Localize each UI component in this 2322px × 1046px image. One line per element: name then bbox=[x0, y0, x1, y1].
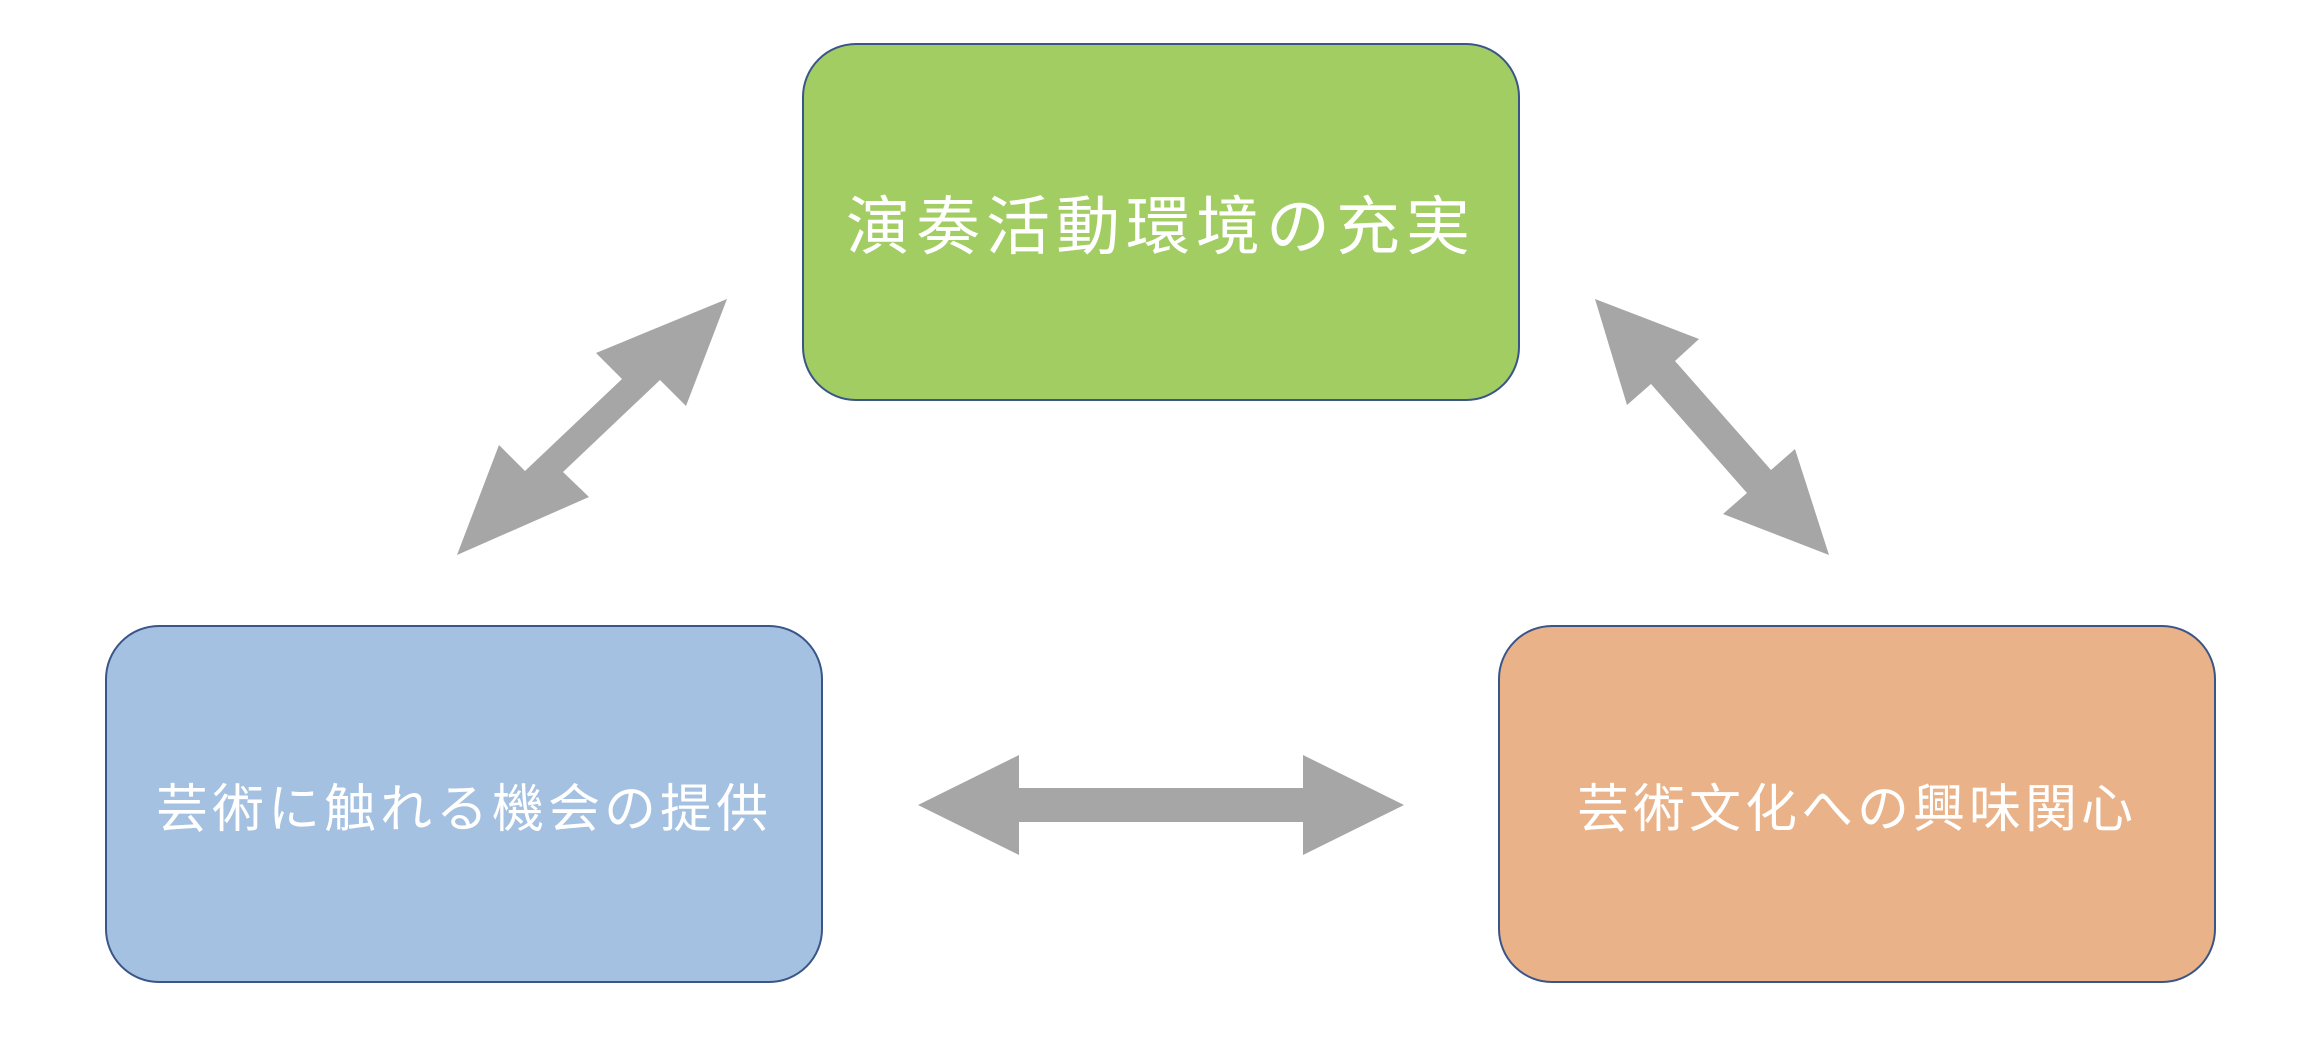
node-art-interest: 芸術文化への興味関心 bbox=[1498, 625, 2216, 983]
node-art-opportunity: 芸術に触れる機会の提供 bbox=[105, 625, 823, 983]
arrow-left-right bbox=[918, 755, 1404, 855]
node-label: 芸術文化への興味関心 bbox=[1576, 779, 2137, 840]
arrow-top-left bbox=[457, 299, 727, 555]
node-label: 演奏活動環境の充実 bbox=[846, 191, 1476, 265]
arrow-top-right bbox=[1595, 299, 1829, 555]
node-performance-environment: 演奏活動環境の充実 bbox=[802, 43, 1520, 401]
node-label: 芸術に触れる機会の提供 bbox=[155, 779, 772, 840]
